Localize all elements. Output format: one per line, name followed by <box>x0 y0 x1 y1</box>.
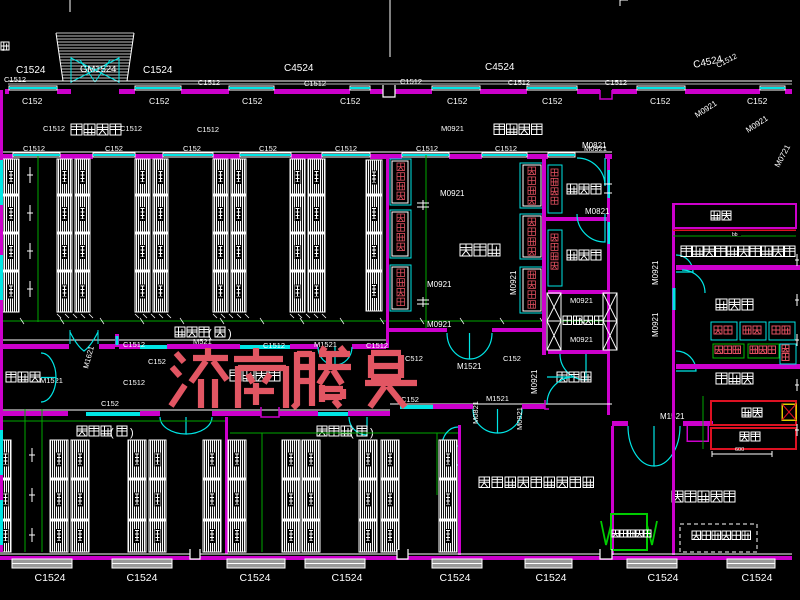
svg-text:C1512: C1512 <box>120 124 142 133</box>
svg-text:M0921: M0921 <box>441 124 464 133</box>
svg-text:C152: C152 <box>105 144 123 153</box>
svg-text:M0821: M0821 <box>471 401 480 424</box>
svg-text:M1521: M1521 <box>486 394 509 403</box>
svg-text:C152: C152 <box>650 96 671 106</box>
svg-text:GM1524: GM1524 <box>80 64 116 75</box>
svg-text:M1521: M1521 <box>40 376 63 385</box>
svg-text:C1512: C1512 <box>23 144 45 153</box>
svg-text:C1512: C1512 <box>508 78 530 87</box>
svg-text:C1512: C1512 <box>4 75 26 84</box>
svg-text:(: ( <box>110 427 114 439</box>
svg-text:M0921: M0921 <box>584 144 607 153</box>
svg-text:C1524: C1524 <box>648 572 679 584</box>
svg-text:M1521: M1521 <box>314 340 337 349</box>
svg-text:C1524: C1524 <box>16 65 46 76</box>
svg-text:M1521: M1521 <box>457 362 482 371</box>
svg-text:C1524: C1524 <box>440 572 471 584</box>
svg-text:M0921: M0921 <box>427 320 452 329</box>
svg-text:M0921: M0921 <box>509 270 518 295</box>
svg-text:C152: C152 <box>242 96 263 106</box>
svg-text:C1524: C1524 <box>536 572 567 584</box>
svg-text:C4524: C4524 <box>485 62 515 73</box>
svg-text:C1512: C1512 <box>198 78 220 87</box>
svg-text:C1512: C1512 <box>123 340 145 349</box>
svg-text:C152: C152 <box>149 96 170 106</box>
svg-text:C1524: C1524 <box>240 572 271 584</box>
svg-text:C1512: C1512 <box>366 341 388 350</box>
svg-text:C152: C152 <box>340 96 361 106</box>
svg-text:C152: C152 <box>747 96 768 106</box>
svg-text:C1512: C1512 <box>263 341 285 350</box>
svg-text:M0921: M0921 <box>651 312 660 337</box>
svg-text:C1524: C1524 <box>332 572 363 584</box>
svg-text:C1512: C1512 <box>304 79 326 88</box>
svg-text:bb: bb <box>732 232 738 238</box>
svg-text:C1524: C1524 <box>35 572 66 584</box>
svg-text:(: ( <box>208 328 212 340</box>
svg-text:M0821: M0821 <box>582 141 607 150</box>
svg-text:M521: M521 <box>193 337 212 346</box>
svg-text:C1512: C1512 <box>123 378 145 387</box>
svg-text:C1512: C1512 <box>605 78 627 87</box>
svg-text:C152: C152 <box>503 354 521 363</box>
svg-text:M0921: M0921 <box>570 296 593 305</box>
svg-text:C152: C152 <box>542 96 563 106</box>
svg-text:M0921: M0921 <box>570 335 593 344</box>
svg-text:C152: C152 <box>22 96 43 106</box>
svg-text:C1512: C1512 <box>43 124 65 133</box>
svg-text:M0921: M0921 <box>427 280 452 289</box>
svg-text:): ) <box>130 427 134 439</box>
svg-text:C152: C152 <box>148 357 166 366</box>
svg-text:600: 600 <box>735 447 744 453</box>
svg-text:M0921: M0921 <box>440 189 465 198</box>
svg-text:): ) <box>228 328 232 340</box>
svg-text:C1512: C1512 <box>335 144 357 153</box>
svg-text:M0821: M0821 <box>585 207 610 216</box>
svg-text:C1524: C1524 <box>127 572 158 584</box>
svg-text:C1512: C1512 <box>495 144 517 153</box>
svg-text:C152: C152 <box>259 144 277 153</box>
svg-text:C1512: C1512 <box>197 125 219 134</box>
svg-text:C512: C512 <box>405 354 423 363</box>
svg-text:C152: C152 <box>401 395 419 404</box>
svg-text:C152: C152 <box>101 399 119 408</box>
svg-text:C1524: C1524 <box>742 572 773 584</box>
svg-text:C1512: C1512 <box>416 144 438 153</box>
svg-text:C152: C152 <box>183 144 201 153</box>
svg-text:C1524: C1524 <box>143 65 173 76</box>
svg-text:C152: C152 <box>447 96 468 106</box>
svg-text:M0921: M0921 <box>651 260 660 285</box>
svg-text:M0921: M0921 <box>530 369 539 394</box>
svg-text:C1512: C1512 <box>400 77 422 86</box>
svg-text:C4524: C4524 <box>284 63 314 74</box>
svg-text:M0921: M0921 <box>515 407 524 430</box>
